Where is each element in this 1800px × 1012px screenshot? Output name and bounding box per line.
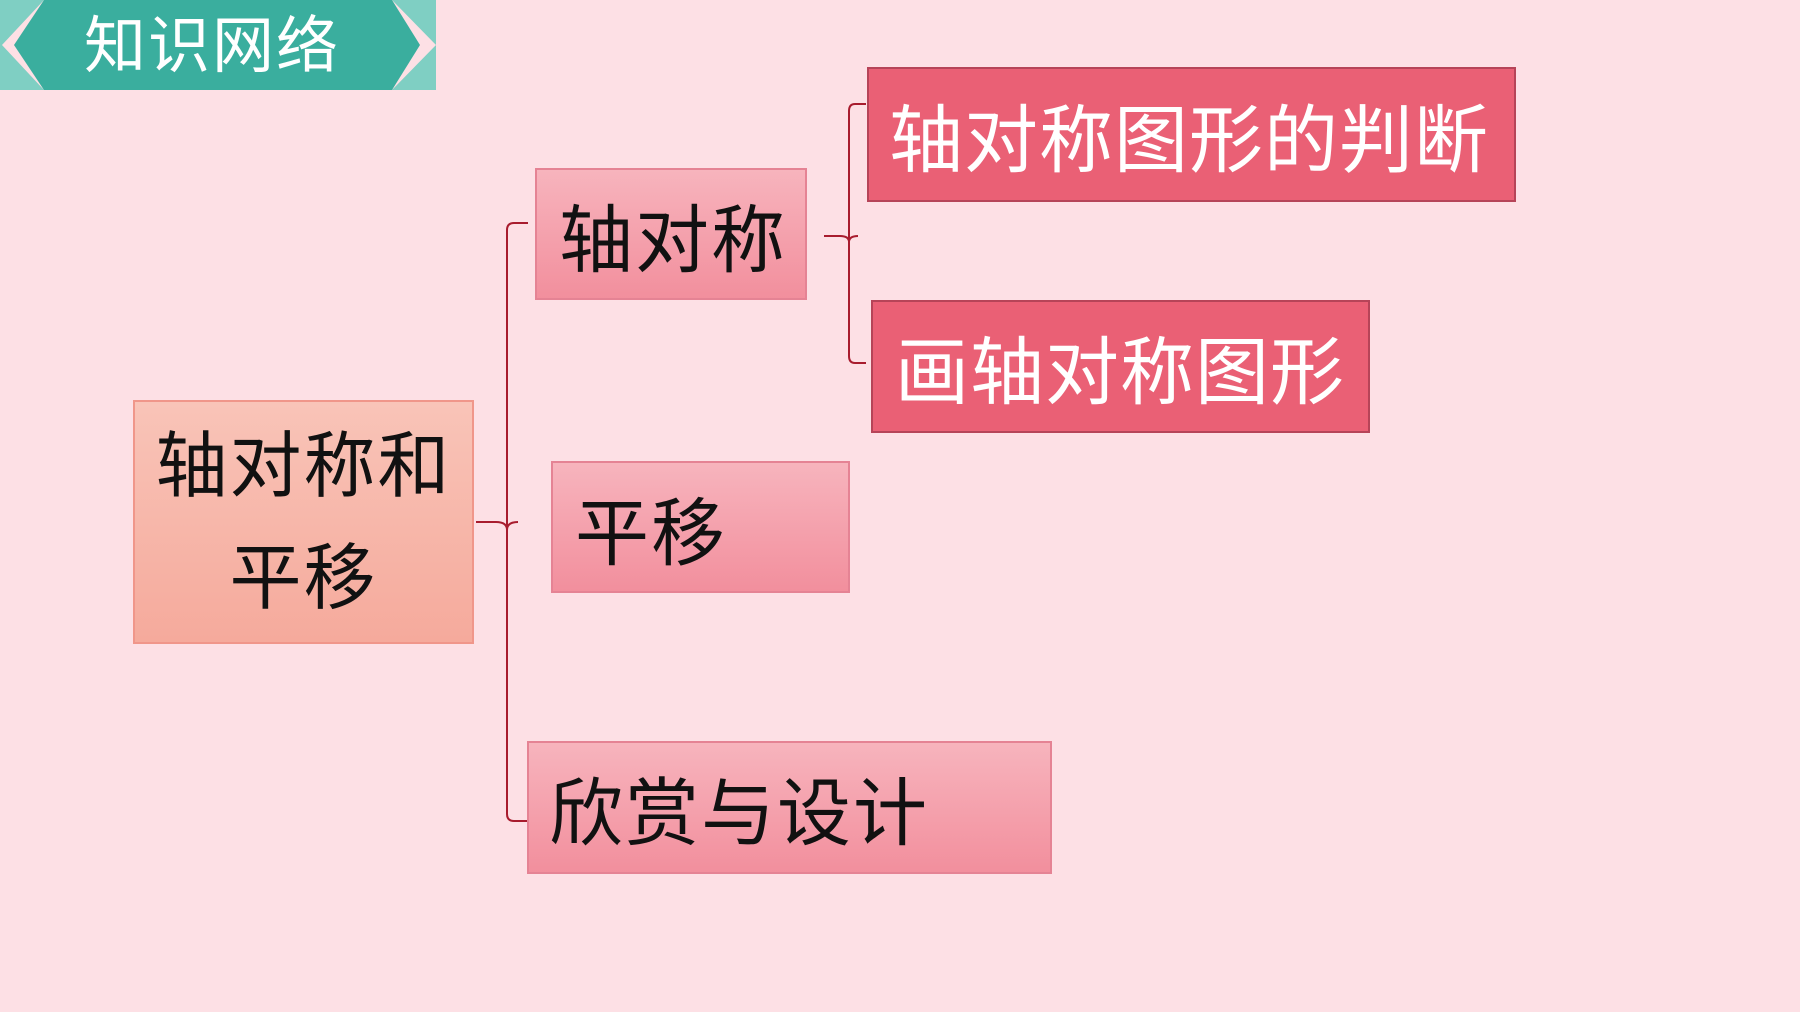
branch1-stub [824,235,859,243]
root-node: 轴对称和 平移 [133,400,474,644]
branch-node-translation: 平移 [551,461,850,593]
leaf-label: 轴对称图形的判断 [889,98,1489,184]
ribbon-shape [0,0,436,90]
root-label: 轴对称和 平移 [155,410,451,634]
branch-node-appreciation-design: 欣赏与设计 [527,741,1052,874]
root-label-line1: 轴对称和 [155,424,452,508]
branch-label: 平移 [575,490,727,577]
root-stub [476,521,519,531]
branch1-bracket [848,103,866,364]
branch-label: 欣赏与设计 [549,771,929,857]
title-ribbon: 知识网络 [0,0,436,90]
page-title: 知识网络 [84,9,341,82]
root-bracket [506,222,528,822]
leaf-label: 画轴对称图形 [895,330,1345,416]
leaf-node-judge-symmetric-figure: 轴对称图形的判断 [867,67,1516,202]
root-label-line2: 平移 [229,536,378,620]
leaf-node-draw-symmetric-figure: 画轴对称图形 [871,300,1370,433]
branch-node-axial-symmetry: 轴对称 [535,168,807,300]
branch-label: 轴对称 [559,197,787,284]
